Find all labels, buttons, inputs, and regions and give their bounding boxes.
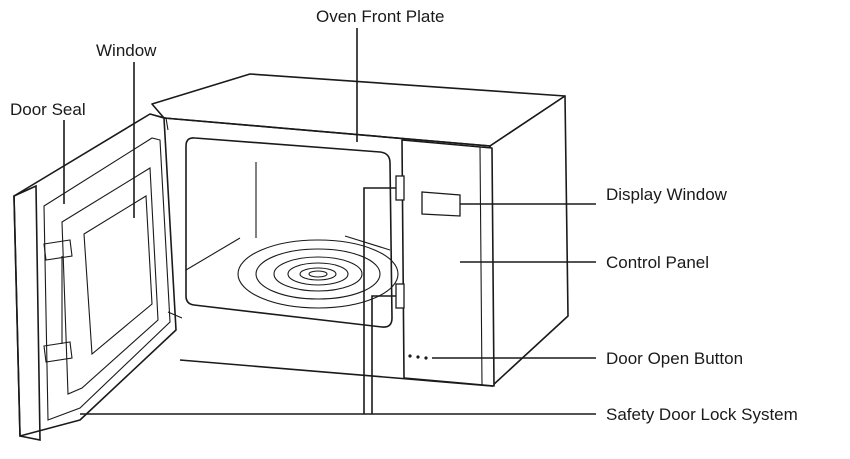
label-oven-front-plate: Oven Front Plate [316, 7, 445, 26]
window-frame-outer [61, 167, 159, 395]
oven-cavity [185, 137, 399, 328]
label-safety-door-lock-system: Safety Door Lock System [606, 405, 798, 424]
door-open-button-dots [408, 354, 428, 360]
cavity-opening [185, 137, 393, 328]
leader-safety-lock-branches [363, 187, 396, 414]
turntable [237, 239, 399, 309]
control-panel-body [395, 139, 495, 387]
door-seal-frame [43, 137, 171, 421]
control-panel-edge [479, 146, 483, 386]
display-window-rect [421, 191, 461, 217]
lock-slot-lower [395, 283, 405, 309]
label-display-window: Display Window [606, 185, 728, 204]
label-door-seal: Door Seal [10, 100, 86, 119]
cabinet [151, 73, 569, 387]
labels: Oven Front Plate Window Door Seal Displa… [10, 7, 798, 424]
leader-lines [63, 28, 596, 415]
label-control-panel: Control Panel [606, 253, 709, 272]
window-glass [83, 195, 153, 356]
door-hooks [43, 239, 73, 363]
door-edge [13, 184, 41, 441]
door-outer [13, 113, 177, 437]
cabinet-right-side [489, 95, 569, 387]
door-hinge-top [149, 113, 169, 131]
door [13, 113, 183, 441]
door-hinge-bottom [167, 311, 183, 319]
label-window: Window [96, 41, 157, 60]
lock-slot-upper [395, 175, 405, 201]
cavity-back-edges [185, 235, 391, 271]
label-door-open-button: Door Open Button [606, 349, 743, 368]
